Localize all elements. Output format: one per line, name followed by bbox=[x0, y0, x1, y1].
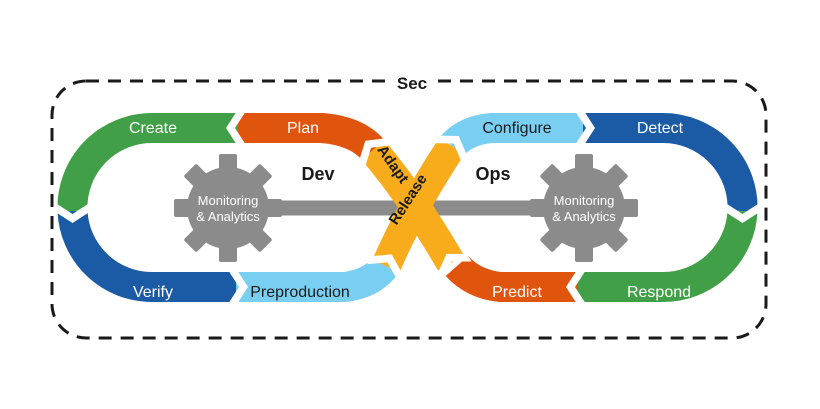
chevron-predict-adapt bbox=[438, 253, 472, 280]
create-label: Create bbox=[129, 120, 177, 137]
chevron-verify-preproduction bbox=[228, 270, 248, 304]
gear-label-line1: Monitoring bbox=[554, 193, 615, 208]
predict-segment bbox=[445, 255, 578, 302]
chevron-release-configure bbox=[433, 135, 467, 163]
chevron-plan-create bbox=[226, 111, 246, 145]
sec-boundary-outline bbox=[50, 79, 768, 340]
detect-segment bbox=[583, 112, 758, 212]
gear-label-line2: & Analytics bbox=[196, 209, 260, 224]
gear-icon bbox=[174, 154, 282, 262]
segment-labels: Create Plan Verify Preproduction Configu… bbox=[129, 120, 691, 301]
monitoring-gear-dev: Monitoring & Analytics bbox=[174, 154, 282, 262]
respond-segment bbox=[578, 209, 758, 303]
chevron-adapt-plan bbox=[359, 138, 392, 168]
plan-label: Plan bbox=[287, 120, 319, 137]
preproduction-segment bbox=[236, 255, 399, 302]
verify-label: Verify bbox=[133, 284, 173, 301]
create-segment bbox=[57, 112, 238, 212]
gear-label-line2: & Analytics bbox=[552, 209, 616, 224]
ops-label: Ops bbox=[475, 164, 510, 184]
chevron-preproduction-release bbox=[367, 254, 402, 281]
gear-label-line1: Monitoring bbox=[198, 193, 259, 208]
respond-label: Respond bbox=[627, 284, 691, 301]
chevron-detect-respond bbox=[725, 203, 760, 223]
sec-boundary: Sec bbox=[50, 72, 768, 340]
configure-label: Configure bbox=[482, 120, 551, 137]
predict-label: Predict bbox=[492, 284, 542, 301]
dev-label: Dev bbox=[301, 164, 334, 184]
release-ribbon bbox=[372, 137, 465, 272]
ring-junction-chevrons bbox=[55, 111, 760, 304]
chevron-create-verify bbox=[55, 203, 90, 223]
gear-icon bbox=[530, 154, 638, 262]
chevron-respond-predict bbox=[566, 270, 586, 304]
verify-segment bbox=[57, 209, 236, 303]
sec-label-backing bbox=[387, 72, 437, 91]
monitoring-gear-ops: Monitoring & Analytics bbox=[530, 154, 638, 262]
monitoring-bar bbox=[210, 200, 584, 216]
detect-label: Detect bbox=[637, 120, 684, 137]
preproduction-label: Preproduction bbox=[250, 284, 350, 301]
sec-label: Sec bbox=[397, 74, 427, 93]
chevron-configure-detect bbox=[575, 111, 595, 145]
